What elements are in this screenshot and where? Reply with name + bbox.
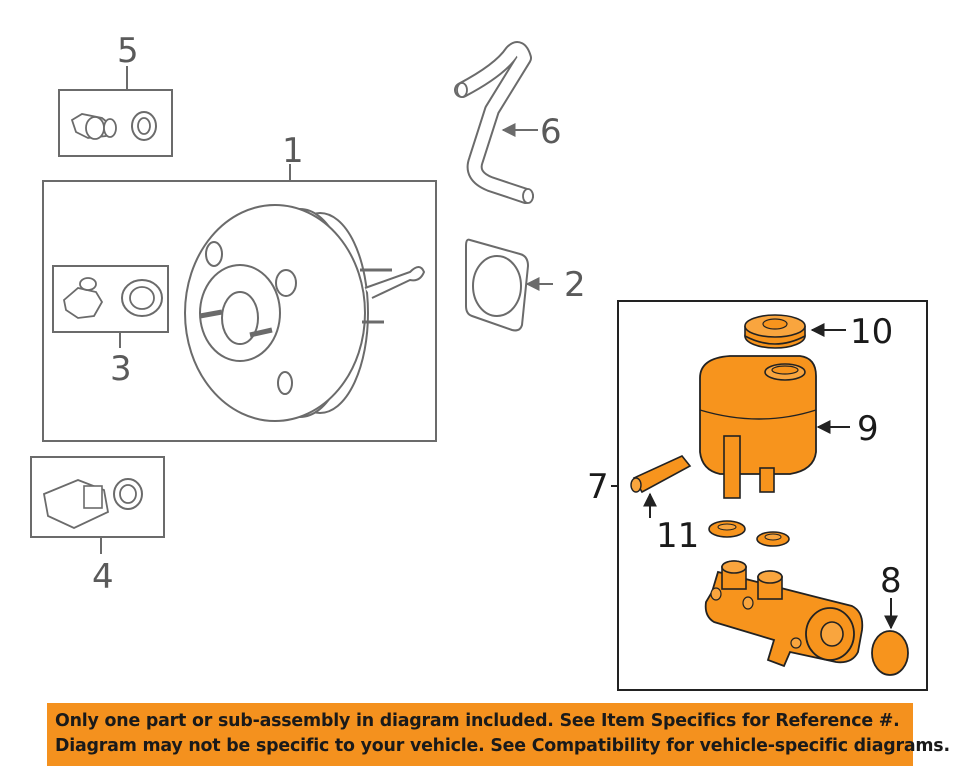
part-5-check-valve [58,66,173,157]
disclaimer-line-1: Only one part or sub-assembly in diagram… [55,711,900,731]
part-10-reservoir-cap [744,314,846,349]
callout-6: 6 [540,112,562,152]
part-1-brake-booster [42,164,437,442]
part-2-gasket [465,238,553,332]
disclaimer-banner: Only one part or sub-assembly in diagram… [47,703,950,766]
part-3-valve-kit [52,265,169,348]
callout-9: 9 [857,409,879,449]
disclaimer-line-2: Diagram may not be specific to your vehi… [55,736,950,756]
callout-2: 2 [564,265,586,305]
master-cylinder-box [611,300,928,691]
master-cylinder-body [704,560,864,668]
callout-3: 3 [110,349,132,389]
callout-10: 10 [850,312,893,352]
part-9-reservoir [699,355,850,499]
part-7-level-sensor [630,455,692,518]
part-11-grommets [708,520,790,547]
callout-5: 5 [117,31,139,71]
part-4-sensor [30,456,165,554]
callout-1: 1 [282,131,304,171]
callout-7: 7 [587,467,609,507]
callout-4: 4 [92,557,114,597]
callout-11: 11 [656,516,699,556]
callout-8: 8 [880,561,902,601]
part-6-vacuum-hose [454,41,538,204]
part-8-seal [871,598,909,676]
